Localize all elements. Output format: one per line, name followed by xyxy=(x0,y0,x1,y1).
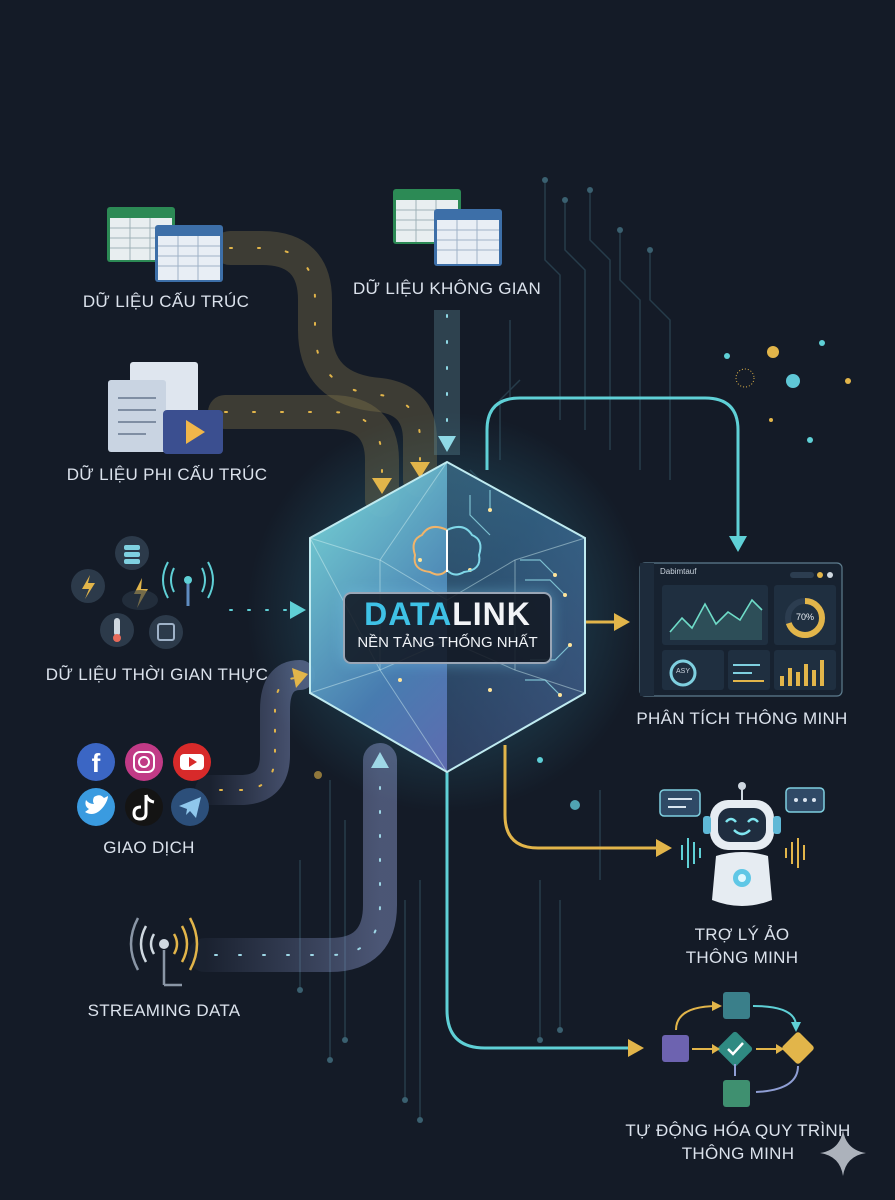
label-assistant-line1: TRỢ LÝ ẢO xyxy=(694,925,790,944)
brain-icon xyxy=(412,525,482,576)
label-analytics: PHÂN TÍCH THÔNG MINH xyxy=(636,709,848,728)
flow-structured xyxy=(213,231,437,497)
arrow-realtime xyxy=(290,601,306,619)
label-transactions: GIAO DỊCH xyxy=(103,838,195,857)
sparkle-icon xyxy=(820,1130,866,1176)
circuit-nodes xyxy=(297,177,653,1123)
social-media-icons: f xyxy=(77,743,211,826)
twitter-icon xyxy=(77,788,115,826)
arrow-assistant xyxy=(656,839,672,857)
dashboard-title: Dabimtauf xyxy=(660,567,697,576)
flow-transactions xyxy=(195,660,315,805)
brand-part-1: DATA xyxy=(364,596,453,632)
workflow-icon xyxy=(662,992,814,1107)
flow-to-assistant xyxy=(503,745,660,850)
arrow-streaming xyxy=(371,752,389,768)
iot-sensors-icon xyxy=(71,536,214,649)
tiktok-icon xyxy=(125,788,163,826)
hub-title-box: DATALINK NỀN TẢNG THỐNG NHẤT xyxy=(343,592,552,664)
flow-to-analytics-loop xyxy=(485,396,740,540)
arrow-structured xyxy=(410,462,430,478)
robot-icon xyxy=(659,782,825,906)
label-realtime: DỮ LIỆU THỜI GIAN THỰC xyxy=(45,665,269,684)
dashboard-small-stat: ASY xyxy=(675,668,690,675)
flow-unstructured xyxy=(208,395,399,517)
facebook-icon: f xyxy=(77,743,115,781)
youtube-icon xyxy=(173,743,211,781)
documents-video-icon xyxy=(108,362,223,454)
brand-part-2: LINK xyxy=(452,596,531,632)
label-assistant-line2: THÔNG MINH xyxy=(685,948,799,967)
arrow-automation xyxy=(628,1039,644,1057)
hub-subtitle: NỀN TẢNG THỐNG NHẤT xyxy=(357,634,538,651)
arrow-analytics-top xyxy=(729,536,747,552)
gauge-value: 70% xyxy=(795,612,814,622)
arrow-analytics xyxy=(614,613,630,631)
label-automation-line1: TỰ ĐỘNG HÓA QUY TRÌNH xyxy=(625,1121,851,1140)
label-unstructured: DỮ LIỆU PHI CẤU TRÚC xyxy=(66,465,268,484)
spreadsheet-icon xyxy=(107,207,223,282)
label-spatial: DỮ LIỆU KHÔNG GIAN xyxy=(352,279,542,298)
telegram-icon xyxy=(171,788,209,826)
label-streaming: STREAMING DATA xyxy=(87,1001,241,1020)
circuit-traces xyxy=(299,180,671,1120)
brand-name: DATALINK xyxy=(345,597,550,631)
signal-broadcast-icon xyxy=(129,917,199,987)
arrow-unstructured xyxy=(372,478,392,494)
svg-text:f: f xyxy=(92,748,101,778)
antenna-icon xyxy=(162,561,214,599)
arrow-spatial xyxy=(438,436,456,452)
dashboard-icon xyxy=(639,562,843,697)
spreadsheet-icon xyxy=(393,189,502,266)
flow-to-automation xyxy=(445,770,630,1050)
arrow-transactions xyxy=(292,668,308,688)
label-structured: DỮ LIỆU CẤU TRÚC xyxy=(82,292,250,311)
gauge-arc xyxy=(785,598,825,638)
instagram-icon xyxy=(125,743,163,781)
label-automation-line2: THÔNG MINH xyxy=(681,1144,795,1163)
